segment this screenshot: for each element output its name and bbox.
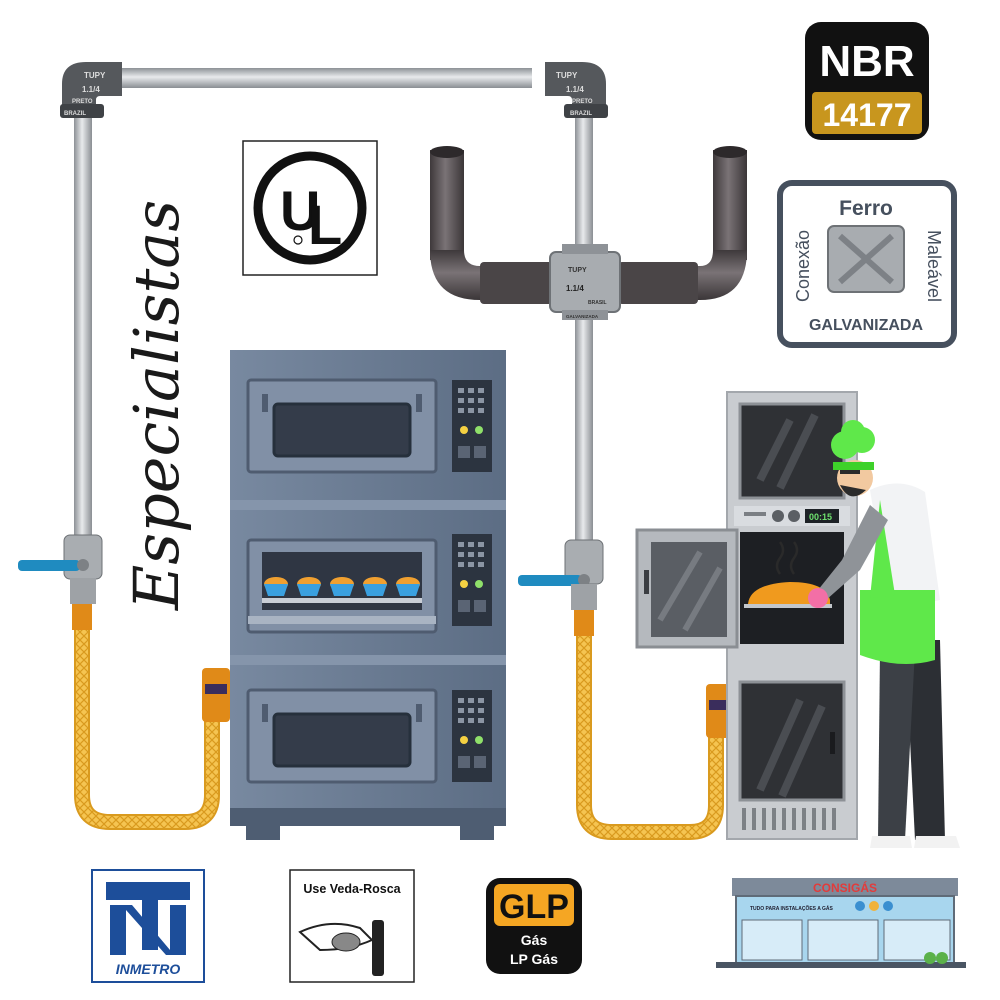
left-vertical-pipe	[74, 110, 92, 535]
inmetro-symbol-icon	[106, 882, 190, 950]
ferro-maleavel-badge: Ferro Conexão Maleável GALVANIZADA	[777, 180, 957, 348]
consigas-store: CONSIGÁS TUDO PARA INSTALAÇÕES A GÁS	[716, 878, 966, 968]
cupcake-liner	[396, 584, 420, 596]
left-elbow-finish: PRETO	[72, 99, 93, 105]
left-elbow-origin: BRAZIL	[64, 111, 86, 117]
nbr-14177-badge: NBR 14177	[805, 22, 929, 140]
glp-line2: LP Gás	[510, 951, 558, 967]
chef-glove	[808, 588, 828, 608]
oven-control-panels	[452, 380, 492, 782]
galvanized-piping: TUPY 1.1/4 PRETO BRAZIL TUPY 1.1/4 PRETO…	[60, 62, 608, 540]
ferro-title: Ferro	[839, 197, 893, 220]
right-elbow-finish: PRETO	[572, 99, 593, 105]
cupcake-tray	[264, 577, 420, 596]
inmetro-badge: INMETRO	[91, 869, 205, 983]
right-vertical-pipe	[575, 110, 593, 540]
right-ball-valve	[518, 539, 604, 610]
right-elbow-origin: BRAZIL	[570, 111, 592, 117]
oven-timer-text: 00:15	[809, 512, 832, 522]
black-pipe-manifold: TUPY 1.1/4 BRASIL GALVANIZADA	[430, 146, 747, 320]
right-elbow-fitting: TUPY 1.1/4 PRETO BRAZIL	[545, 62, 608, 118]
ul-logo: U L	[242, 140, 378, 276]
cross-fitting: TUPY 1.1/4 BRASIL GALVANIZADA	[549, 244, 621, 320]
right-elbow-brand: TUPY	[556, 71, 578, 80]
registered-mark-icon	[293, 235, 303, 245]
glp-badge: GLP Gás LP Gás	[486, 878, 582, 974]
glp-title: GLP	[499, 888, 569, 926]
cross-brand: TUPY	[568, 267, 587, 274]
ferro-left-label: Conexão	[793, 230, 813, 302]
chef-figure	[808, 420, 960, 848]
nbr-title: NBR	[819, 37, 914, 86]
store-banner: TUDO PARA INSTALAÇÕES A GÁS	[750, 905, 834, 912]
chef-apron	[860, 590, 935, 664]
tape-tube-icon	[372, 920, 384, 976]
veda-rosca-badge: Use Veda-Rosca	[289, 869, 415, 983]
inmetro-label: INMETRO	[116, 961, 181, 977]
cross-size: 1.1/4	[566, 284, 584, 293]
left-elbow-brand: TUPY	[84, 71, 106, 80]
left-ball-valve	[18, 534, 103, 604]
cupcake-liner	[330, 584, 354, 596]
cupcake-liner	[297, 584, 321, 596]
glp-line1: Gás	[521, 932, 548, 948]
nbr-number: 14177	[823, 97, 912, 133]
oven-timer-display	[805, 509, 839, 523]
oven-deck-top	[246, 378, 438, 474]
right-elbow-size: 1.1/4	[566, 85, 584, 94]
steam-icon	[775, 541, 799, 575]
oven-deck-bottom	[246, 688, 438, 784]
right-valve-handle	[518, 575, 582, 586]
ferro-right-label: Maleável	[924, 230, 944, 302]
veda-rosca-title: Use Veda-Rosca	[303, 882, 401, 896]
ul-letter-u: U	[280, 179, 320, 242]
cross-finish: GALVANIZADA	[566, 314, 599, 319]
left-elbow-size: 1.1/4	[82, 85, 100, 94]
especialistas-script: Especialistas	[120, 200, 193, 611]
ferro-bottom-label: GALVANIZADA	[809, 317, 924, 334]
left-flexible-hose	[72, 604, 230, 830]
left-valve-handle	[18, 560, 80, 571]
cross-origin: BRASIL	[588, 300, 607, 306]
cupcake-liner	[264, 584, 288, 596]
cupcake-liner	[363, 584, 387, 596]
left-elbow-fitting: TUPY 1.1/4 PRETO BRAZIL	[60, 62, 122, 118]
deck-oven	[230, 350, 506, 840]
tower-oven: 00:15	[635, 391, 858, 840]
top-horizontal-pipe	[120, 68, 532, 88]
store-name: CONSIGÁS	[813, 880, 877, 895]
ul-letter-l: L	[308, 193, 342, 256]
